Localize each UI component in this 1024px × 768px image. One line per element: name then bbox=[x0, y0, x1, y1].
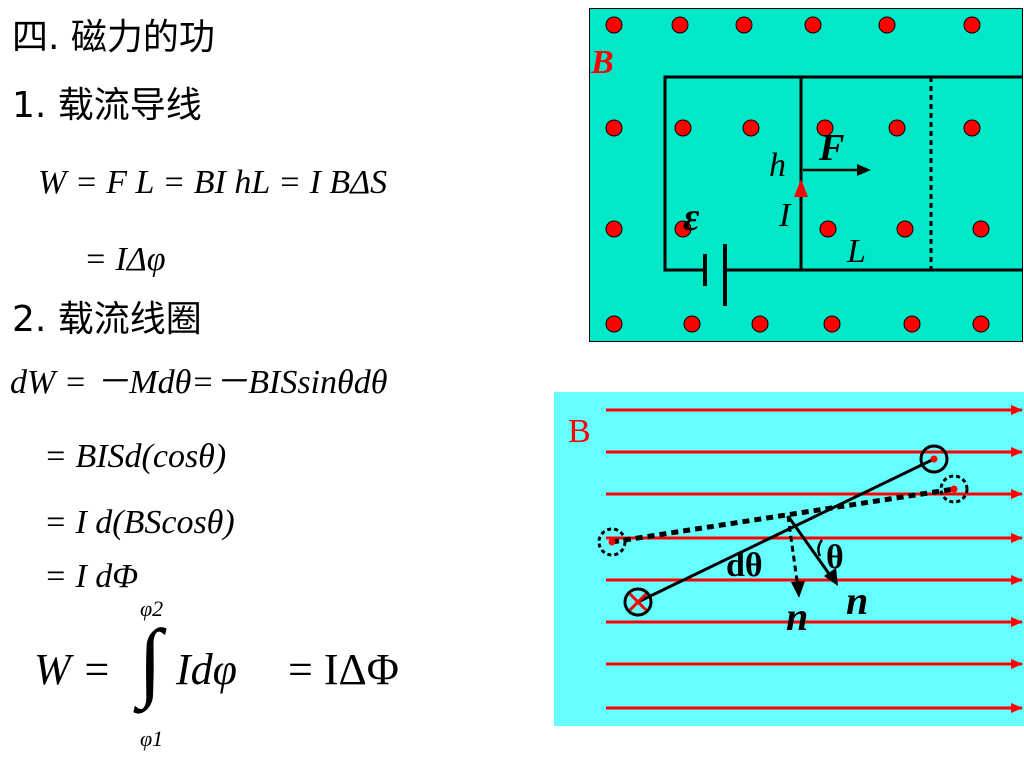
part1-formula-line1: W = F L = BI hL = I BΔS bbox=[38, 164, 388, 201]
integral-result: = IΔΦ bbox=[288, 645, 399, 694]
integral-integrand: Idφ bbox=[176, 645, 237, 694]
current-out-icon bbox=[919, 444, 949, 474]
part2-formula-line1: dW = －Mdθ=－BISsinθdθ bbox=[10, 364, 388, 401]
coil-current-position bbox=[637, 457, 935, 604]
figure1-rail-diagram: B F h I ε L bbox=[589, 8, 1023, 342]
part1-formula-line2: = IΔφ bbox=[84, 241, 166, 278]
part2-formula-line4: = I dΦ bbox=[44, 558, 139, 595]
figure2-coil-diagram: B dθ θ n n bbox=[554, 392, 1024, 726]
figure2-background bbox=[554, 392, 1024, 726]
part2-formula-line2: = BISd(cosθ) bbox=[44, 438, 227, 475]
section-title: 四. 磁力的功 bbox=[12, 17, 215, 58]
force-arrow-icon bbox=[857, 164, 871, 176]
normal-arrow-rotated-icon bbox=[791, 581, 805, 598]
emf-label: ε bbox=[683, 194, 700, 239]
dtheta-label: dθ bbox=[726, 547, 763, 584]
rotated-current-out-icon bbox=[939, 474, 969, 504]
integral-lhs: W = bbox=[34, 645, 112, 694]
rotated-current-in-icon bbox=[597, 527, 627, 557]
normal-vector-current bbox=[786, 515, 834, 579]
coil-rotated-position bbox=[611, 486, 955, 545]
theta-arc bbox=[817, 539, 824, 557]
normal-label-current: n bbox=[846, 578, 868, 623]
normal-arrow-current-icon bbox=[824, 568, 838, 586]
figure2-field-label: B bbox=[568, 413, 591, 450]
part2-heading: 2. 载流线圈 bbox=[12, 299, 202, 340]
integral-sign: ∫ bbox=[138, 613, 163, 710]
circuit-rails bbox=[663, 75, 1023, 272]
height-label: h bbox=[769, 147, 786, 184]
part2-formula-line3: = I d(BScosθ) bbox=[44, 504, 235, 541]
length-label: L bbox=[846, 233, 866, 270]
current-label: I bbox=[778, 197, 792, 234]
integral-upper-limit: φ2 bbox=[140, 596, 164, 621]
figure1-background bbox=[589, 8, 1023, 342]
theta-label: θ bbox=[826, 539, 844, 576]
normal-label-rotated: n bbox=[786, 594, 808, 639]
field-dots bbox=[605, 16, 990, 333]
integral-lower-limit: φ1 bbox=[140, 726, 164, 751]
current-in-icon bbox=[623, 587, 653, 617]
field-lines bbox=[606, 405, 1023, 713]
current-arrow-icon bbox=[794, 179, 808, 197]
figure1-field-label: B bbox=[590, 44, 614, 81]
part1-heading: 1. 载流导线 bbox=[12, 85, 202, 126]
normal-vector-rotated bbox=[786, 515, 800, 589]
force-label: F bbox=[818, 127, 844, 169]
